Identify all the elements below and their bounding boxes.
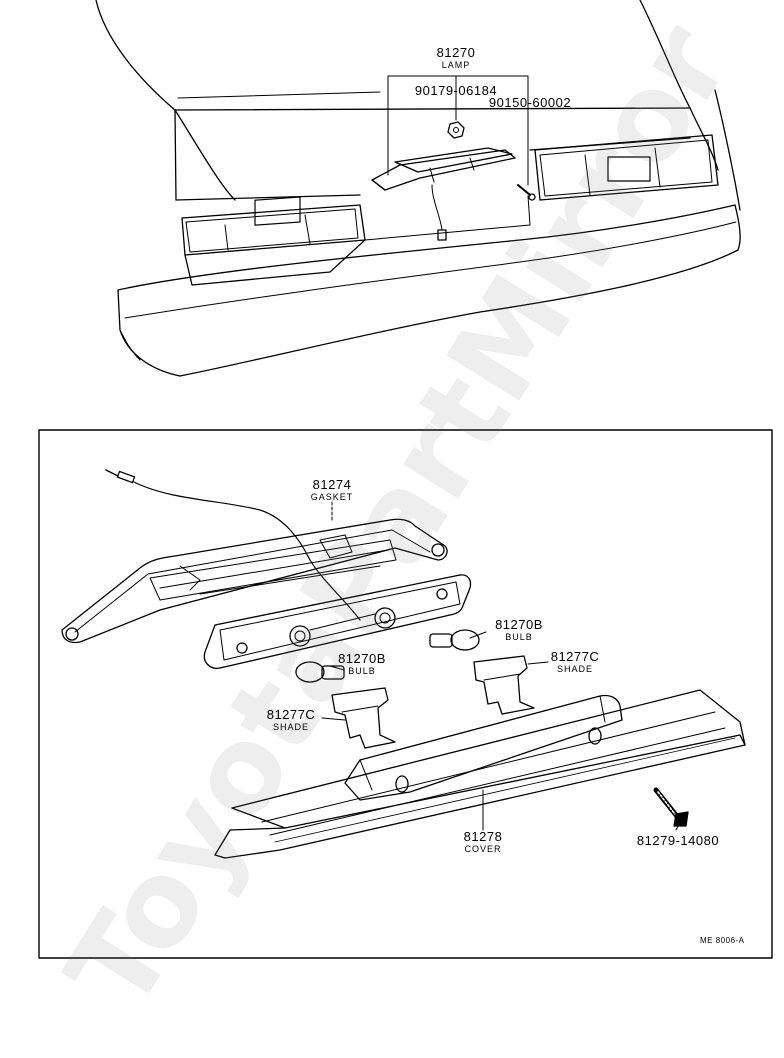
gasket-part-number: 81274	[312, 477, 352, 492]
shade-left-part-number: 81277C	[266, 707, 316, 722]
bulb-left-part-number: 81270B	[338, 651, 386, 666]
callout-shade-right: 81277C SHADE	[540, 650, 610, 676]
screw-top-part-number: 90150-60002	[488, 95, 572, 110]
lamp-part-name: LAMP	[441, 60, 471, 70]
cover-part-name: COVER	[464, 844, 502, 854]
bulb-left-drawing	[295, 661, 345, 683]
callout-nut: 90179-06184	[410, 84, 502, 97]
bulb-right-part-name: BULB	[505, 632, 533, 642]
callout-screw-cover: 81279-14080	[628, 834, 728, 847]
callout-screw-top: 90150-60002	[484, 96, 576, 109]
exploded-lamp-assembly	[61, 469, 746, 859]
nut-part-number: 90179-06184	[414, 83, 498, 98]
shade-right-part-number: 81277C	[550, 649, 600, 664]
callout-bulb-left: 81270B BULB	[327, 652, 397, 678]
shade-left-drawing	[331, 687, 396, 749]
car-rear-view	[95, 0, 741, 377]
cover-part-number: 81278	[463, 829, 503, 844]
bulb-right-drawing	[429, 629, 480, 651]
diagram-code: ME 8006-A	[700, 936, 745, 945]
callout-gasket: 81274 GASKET	[296, 478, 368, 504]
screw-cover-part-number: 81279-14080	[636, 833, 720, 848]
shade-right-part-name: SHADE	[556, 664, 593, 674]
lamp-part-number: 81270	[436, 45, 476, 60]
bulb-left-part-name: BULB	[348, 666, 376, 676]
shade-left-part-name: SHADE	[272, 722, 309, 732]
exploded-view-frame	[38, 429, 773, 959]
callout-bulb-right: 81270B BULB	[484, 618, 554, 644]
bulb-right-part-number: 81270B	[495, 617, 543, 632]
callout-lamp: 81270 LAMP	[418, 46, 494, 72]
callout-shade-left: 81277C SHADE	[256, 708, 326, 734]
callout-cover: 81278 COVER	[448, 830, 518, 856]
gasket-part-name: GASKET	[310, 492, 354, 502]
shade-right-drawing	[473, 655, 535, 715]
